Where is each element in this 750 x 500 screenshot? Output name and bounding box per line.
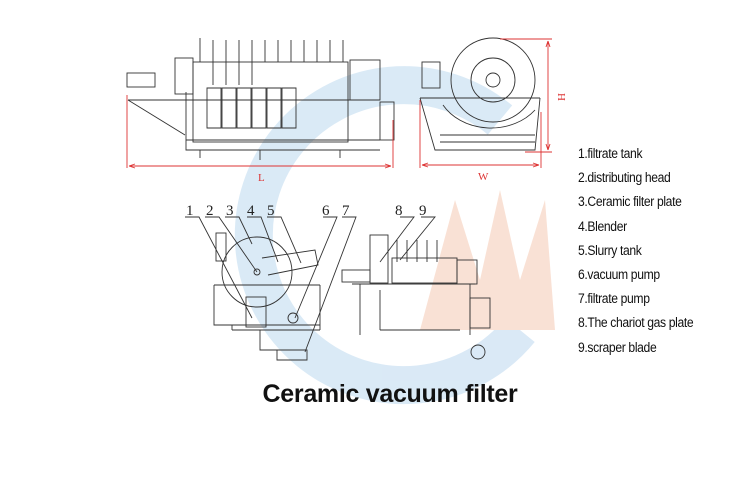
side-view-drawing — [126, 38, 395, 160]
parts-legend: 1.filtrate tank 2.distributing head 3.Ce… — [578, 142, 706, 360]
legend-item: 3.Ceramic filter plate — [578, 194, 682, 210]
legend-item: 1.filtrate tank — [578, 146, 643, 161]
height-label: H — [555, 93, 567, 101]
length-label: L — [258, 172, 265, 184]
callout-1: 1 — [186, 203, 194, 219]
callout-4: 4 — [247, 203, 255, 219]
width-label: W — [478, 171, 489, 183]
legend-item: 2.distributing head — [578, 170, 671, 186]
front-view-drawing — [341, 216, 491, 360]
legend-item: 5.Slurry tank — [578, 242, 642, 258]
callout-leaders-left — [185, 216, 357, 353]
length-dimension: L — [126, 95, 394, 184]
width-height-dimension: W H — [419, 38, 567, 183]
callout-3: 3 — [226, 203, 234, 219]
callout-2: 2 — [206, 203, 214, 219]
callout-8: 8 — [395, 203, 403, 219]
legend-item: 7.filtrate pump — [578, 291, 650, 307]
callout-6: 6 — [322, 203, 330, 219]
legend-item: 8.The chariot gas plate — [578, 315, 694, 331]
watermark-logo — [234, 66, 555, 405]
callout-5: 5 — [267, 203, 275, 219]
callout-9: 9 — [419, 203, 427, 219]
diagram-title: Ceramic vacuum filter — [262, 380, 518, 408]
legend-item: 4.Blender — [578, 218, 627, 234]
legend-item: 9.scraper blade — [578, 339, 657, 355]
callout-7: 7 — [342, 203, 350, 219]
legend-item: 6.vacuum pump — [578, 266, 660, 282]
end-view-drawing — [419, 37, 541, 151]
section-view-drawing — [213, 232, 321, 361]
